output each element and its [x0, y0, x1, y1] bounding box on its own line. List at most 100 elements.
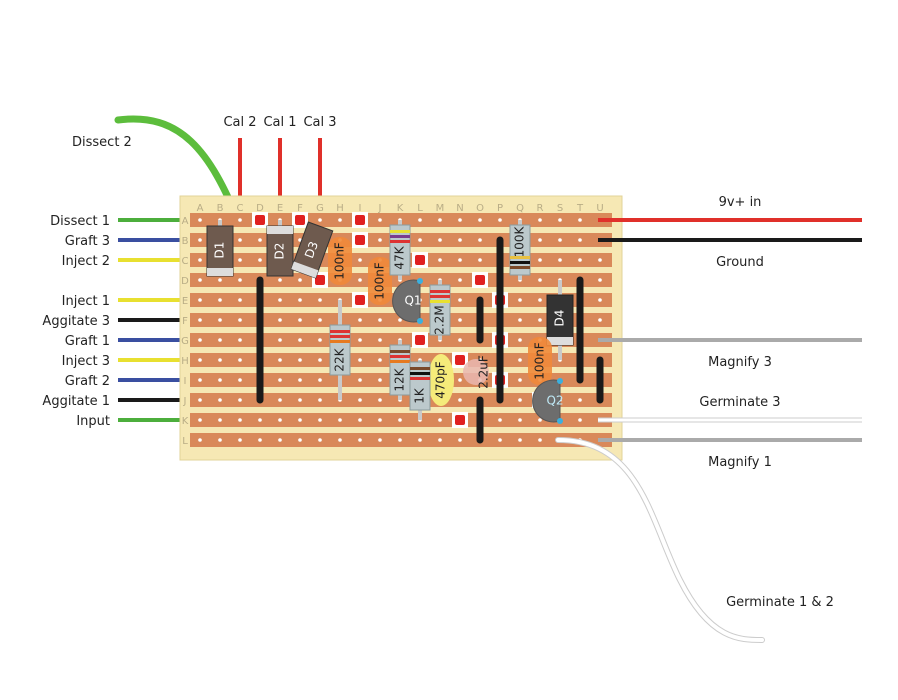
hole — [298, 338, 302, 342]
hole — [278, 298, 282, 302]
hole — [398, 318, 402, 322]
hole — [538, 238, 542, 242]
hole — [498, 418, 502, 422]
hole — [598, 278, 602, 282]
hole — [578, 238, 582, 242]
hole — [318, 398, 322, 402]
label-magnify-1: Magnify 1 — [708, 455, 772, 470]
hole — [538, 438, 542, 442]
label-dissect-2: Dissect 2 — [72, 135, 132, 150]
resistor-2-2m: 2.2M — [429, 284, 451, 336]
column-label: H — [336, 203, 344, 214]
hole — [298, 238, 302, 242]
hole — [278, 398, 282, 402]
svg-text:470pF: 470pF — [434, 361, 448, 399]
row-label: F — [182, 316, 188, 327]
hole — [538, 258, 542, 262]
hole — [438, 238, 442, 242]
hole — [558, 258, 562, 262]
label-left-wire: Graft 3 — [65, 234, 110, 249]
column-label: J — [378, 203, 382, 214]
hole — [378, 398, 382, 402]
svg-text:2.2uF: 2.2uF — [477, 355, 491, 389]
svg-text:100nF: 100nF — [373, 262, 387, 300]
column-label: U — [596, 203, 603, 214]
resistor-100k: 100K — [509, 224, 531, 276]
column-label: S — [557, 203, 563, 214]
hole — [278, 358, 282, 362]
hole — [458, 298, 462, 302]
label-9v-in: 9v+ in — [719, 195, 762, 210]
hole — [458, 438, 462, 442]
hole — [278, 318, 282, 322]
label-left-wire: Graft 2 — [65, 374, 110, 389]
hole — [278, 378, 282, 382]
hole — [318, 378, 322, 382]
capacitor-c1: 100nF — [328, 237, 352, 285]
svg-text:100K: 100K — [513, 225, 527, 257]
hole — [238, 358, 242, 362]
hole — [538, 298, 542, 302]
column-label: C — [237, 203, 244, 214]
track-cut-mark — [355, 295, 365, 305]
hole — [318, 438, 322, 442]
hole — [498, 438, 502, 442]
hole — [338, 438, 342, 442]
hole — [478, 238, 482, 242]
hole — [318, 358, 322, 362]
hole — [298, 418, 302, 422]
row-label: A — [182, 216, 189, 227]
row-label: J — [183, 396, 187, 407]
resistor-12k: 12K — [389, 344, 411, 396]
hole — [298, 398, 302, 402]
diode-d1: D1 — [206, 225, 234, 277]
label-left-wire: Inject 2 — [62, 254, 110, 269]
hole — [218, 398, 222, 402]
hole — [278, 338, 282, 342]
hole — [358, 418, 362, 422]
hole — [518, 298, 522, 302]
hole — [278, 278, 282, 282]
hole — [438, 418, 442, 422]
row-label: K — [182, 416, 189, 427]
hole — [298, 318, 302, 322]
column-label: T — [576, 203, 584, 214]
hole — [398, 438, 402, 442]
hole — [318, 338, 322, 342]
hole — [458, 338, 462, 342]
svg-text:D1: D1 — [213, 242, 227, 259]
label-left-wire: Input — [76, 414, 110, 429]
hole — [278, 418, 282, 422]
hole — [458, 278, 462, 282]
label-magnify-3: Magnify 3 — [708, 355, 772, 370]
column-label: M — [436, 203, 445, 214]
hole — [358, 318, 362, 322]
svg-text:100nF: 100nF — [533, 342, 547, 380]
hole — [458, 258, 462, 262]
hole — [358, 398, 362, 402]
diode-d2: D2 — [266, 225, 294, 277]
hole — [338, 218, 342, 222]
hole — [218, 278, 222, 282]
svg-text:Q1: Q1 — [404, 294, 421, 308]
hole — [318, 418, 322, 422]
hole — [238, 378, 242, 382]
label-cal-1: Cal 1 — [263, 115, 296, 130]
hole — [258, 258, 262, 262]
svg-text:2.2M: 2.2M — [433, 305, 447, 334]
hole — [198, 418, 202, 422]
hole — [238, 218, 242, 222]
column-label: O — [476, 203, 484, 214]
track-cut-mark — [415, 255, 425, 265]
label-germinate-1-2: Germinate 1 & 2 — [726, 595, 834, 610]
capacitor-c5: 2.2uF — [463, 355, 491, 389]
hole — [298, 278, 302, 282]
hole — [358, 258, 362, 262]
row-label: I — [184, 376, 187, 387]
track-cut-mark — [295, 215, 305, 225]
hole — [598, 298, 602, 302]
svg-text:1K: 1K — [413, 387, 427, 404]
hole — [458, 318, 462, 322]
hole — [298, 358, 302, 362]
hole — [238, 258, 242, 262]
